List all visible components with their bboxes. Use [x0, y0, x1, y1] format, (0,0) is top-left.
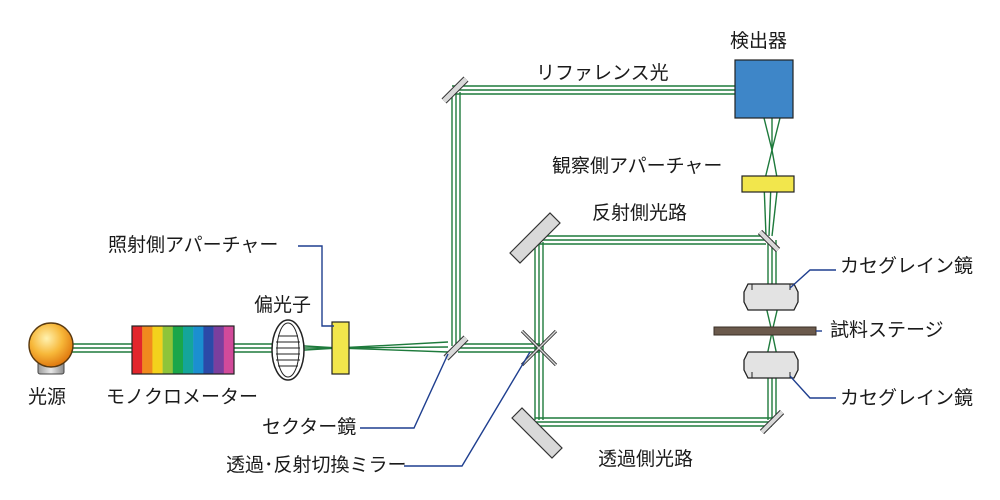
leader-cassegrain-upper [789, 269, 836, 289]
cassegrain-lower [743, 351, 799, 379]
polarizer [271, 319, 305, 381]
leader-illumination-aperture [298, 245, 334, 327]
beam-monochromator-to-polarizer [234, 343, 272, 353]
monochromator-frame [131, 325, 235, 375]
beam-transmission-horizontal [535, 417, 772, 427]
leader-sector-mirror [360, 353, 449, 429]
sample-stage [713, 326, 817, 336]
monochromator-stripe [152, 326, 163, 374]
beam-reference-vertical [451, 92, 461, 346]
monochromator-stripe [132, 326, 143, 374]
beam-source-to-monochromator [72, 343, 132, 353]
detector [734, 59, 794, 119]
illumination-aperture [331, 321, 350, 375]
label-light-source: 光源 [28, 386, 67, 408]
label-illumination-aperture: 照射側アパーチャー [108, 234, 279, 256]
beam-reference-horizontal [452, 85, 736, 95]
monochromator-stripe [193, 326, 204, 374]
label-reference-light: リファレンス光 [536, 62, 669, 84]
beam-paths [72, 85, 781, 427]
monochromator-stripe [183, 326, 194, 374]
monochromator-stripe [203, 326, 214, 374]
label-monochromator: モノクロメーター [106, 386, 259, 408]
monochromator-stripe [223, 326, 235, 374]
beam-switching-vertical [534, 242, 544, 420]
label-cassegrain-upper: カセグレイン鏡 [840, 255, 974, 277]
beam-sector-to-switching [458, 343, 540, 353]
label-switching-mirror: 透過･反射切換ミラー [226, 454, 407, 476]
monochromator-stripe [213, 326, 224, 374]
monochromator [131, 325, 235, 375]
transmission-mirror [511, 407, 563, 459]
beam-reflection-horizontal [535, 235, 766, 245]
monochromator-stripe [172, 326, 184, 374]
leader-lines [298, 245, 836, 467]
label-detector: 検出器 [730, 30, 788, 52]
label-polarizer: 偏光子 [254, 294, 312, 316]
light-source [28, 322, 74, 375]
label-observation-aperture: 観察側アパーチャー [552, 155, 723, 177]
label-sector-mirror: セクター鏡 [262, 416, 357, 438]
label-sample-stage: 試料ステージ [830, 319, 944, 341]
label-reflection-path: 反射側光路 [592, 202, 688, 224]
label-transmission-path: 透過側光路 [598, 448, 694, 470]
reflection-mirror [509, 212, 561, 264]
fold-mirror-lower [759, 409, 785, 435]
label-cassegrain-lower: カセグレイン鏡 [840, 387, 974, 409]
leader-switching-mirror [404, 351, 531, 467]
half-mirror-upper [757, 229, 781, 253]
leader-cassegrain-lower [789, 375, 836, 399]
observation-aperture [741, 175, 795, 193]
sector-mirror [443, 335, 469, 361]
reference-fold-mirror [441, 76, 469, 104]
monochromator-stripe [162, 326, 173, 374]
cassegrain-upper [743, 283, 799, 311]
monochromator-stripe [142, 326, 153, 374]
switching-mirror [520, 329, 558, 367]
